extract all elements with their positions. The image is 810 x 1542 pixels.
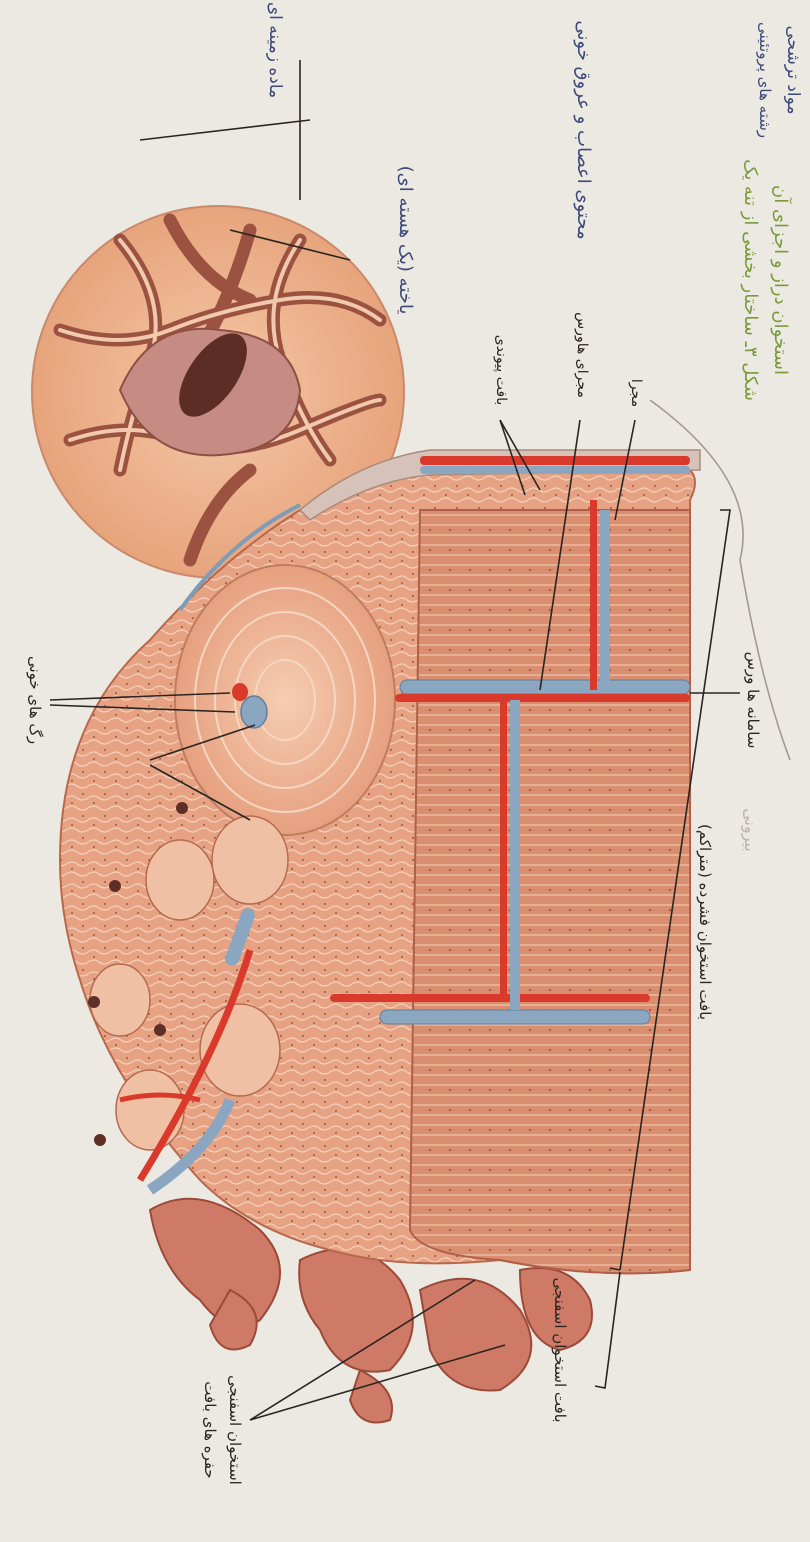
handwriting-faint: بیرونی: [740, 808, 760, 852]
label-canal: مجرا: [628, 379, 644, 407]
label-spongy-cavities-line1: حفره های بافت: [201, 1381, 219, 1478]
caption-line2: استخوان دراز و اجزای آن: [770, 185, 793, 375]
label-connective-tissue: بافت پیوندی: [493, 335, 509, 406]
haversian-canal-vessel-vein: [241, 696, 267, 728]
haversian-canal-vessel-artery: [232, 683, 248, 701]
handwriting-top-line1: مواد ترشحی: [783, 25, 803, 114]
label-haversian-system: سامانه ها ورس: [744, 652, 762, 749]
handwriting-cell: یاخته (یک هسته ای): [395, 166, 416, 315]
handwriting-matrix: ماده زمینه ای: [265, 2, 285, 98]
label-compact-bone: بافت استخوان فشرده (متراکم): [696, 824, 714, 1020]
bone-block: [60, 450, 700, 1423]
caption-line1: شکل ۳ـ ساختار بخشی از تنه یک: [740, 159, 761, 401]
label-spongy-cavities-line2: استخوان اسفنجی: [226, 1375, 244, 1485]
label-blood-vessels: رگ های خونی: [26, 656, 44, 744]
handwriting-note: محتوی اعصاب و عروق خونی: [573, 20, 594, 239]
label-haversian-canal: مجرای هاورس: [574, 312, 590, 398]
spongy-bone-bracket: [595, 1272, 620, 1388]
osteon-cylinder: [175, 565, 395, 835]
label-spongy-bone: بافت استخوان اسفنجی: [551, 1277, 569, 1422]
handwriting-top-line2: رشته های پروتئینی: [755, 22, 774, 138]
